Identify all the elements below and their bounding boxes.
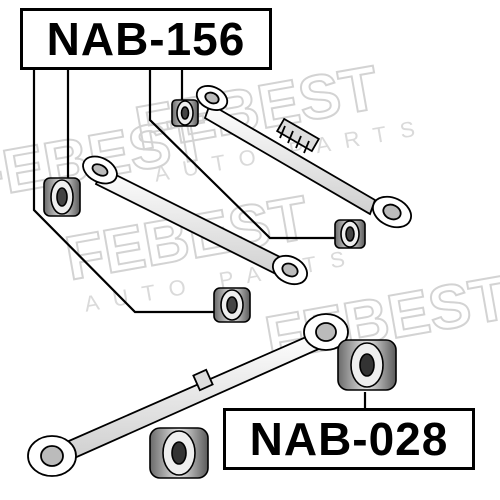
bushing-upper-right xyxy=(334,219,366,249)
part-number-label-upper: NAB-156 xyxy=(20,8,272,70)
leader-line xyxy=(32,70,215,314)
bushing-lower-right xyxy=(337,339,397,391)
bushing-middle-right xyxy=(213,287,251,323)
upper-right-arm xyxy=(195,85,412,229)
part-number-label-lower: NAB-028 xyxy=(223,408,475,470)
middle-arm xyxy=(82,155,308,286)
threaded-adjuster xyxy=(275,117,321,154)
leader-lines xyxy=(32,70,367,408)
bushing-upper-small xyxy=(171,99,199,127)
lower-arm xyxy=(27,313,349,477)
bushing-lower-middle xyxy=(149,427,209,479)
leader-line xyxy=(148,70,335,240)
bushing-middle-left xyxy=(43,177,81,217)
